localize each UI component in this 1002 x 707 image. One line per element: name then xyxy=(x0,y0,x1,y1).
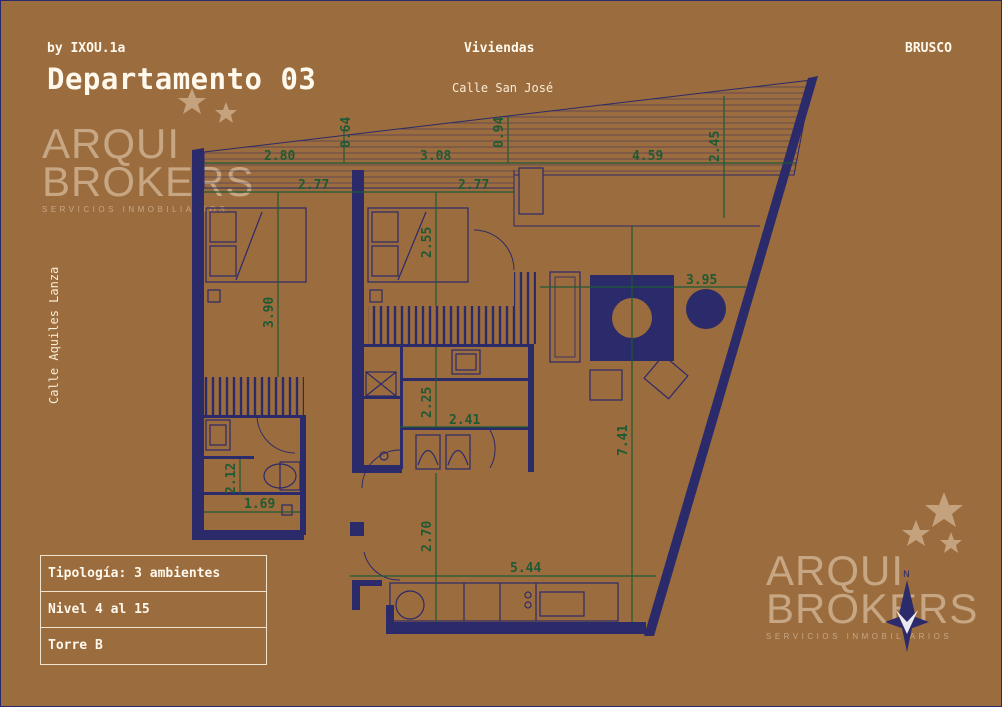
dim-3-95: 3.95 xyxy=(686,273,717,288)
logo-tagline: SERVICIOS INMOBILIARIOS xyxy=(766,632,953,641)
bathroom-right-fixtures xyxy=(365,349,481,470)
watermark-logo-bottom: ARQUI BROKERS SERVICIOS INMOBILIARIOS xyxy=(766,547,979,642)
developer-label: by IXOU.1a xyxy=(47,41,126,56)
dim-2-80: 2.80 xyxy=(264,149,295,164)
category-label: Viviendas xyxy=(464,41,535,56)
closet-left xyxy=(204,377,304,415)
logo-tagline: SERVICIOS INMOBILIARIOS xyxy=(42,205,229,214)
walls xyxy=(192,76,818,636)
dim-0-94: 0.94 xyxy=(492,117,507,148)
bathroom-left-fixtures xyxy=(205,419,301,516)
logo-line2: BROKERS xyxy=(766,585,979,632)
dim-2-55: 2.55 xyxy=(420,227,435,258)
street-top-label: Calle San José xyxy=(452,81,554,95)
closet-right xyxy=(368,306,514,344)
dim-7-41: 7.41 xyxy=(616,425,631,456)
dimension-lines xyxy=(204,96,796,622)
info-table: Tipología: 3 ambientes Nivel 4 al 15 Tor… xyxy=(40,555,267,665)
dim-0-64: 0.64 xyxy=(339,117,354,148)
star-decoration-top xyxy=(178,88,237,123)
dim-2-77-left: 2.77 xyxy=(298,178,329,193)
star-decoration-bottom xyxy=(902,492,963,553)
dim-2-70: 2.70 xyxy=(420,521,435,552)
kitchen-counter xyxy=(389,582,619,622)
info-tipologia: Tipología: 3 ambientes xyxy=(41,556,266,592)
dim-3-08: 3.08 xyxy=(420,149,451,164)
dim-2-41: 2.41 xyxy=(449,413,480,428)
dim-1-69: 1.69 xyxy=(244,497,275,512)
dim-2-12: 2.12 xyxy=(224,463,239,494)
logo-line1: ARQUI xyxy=(766,547,905,594)
dim-5-44: 5.44 xyxy=(510,561,541,576)
bed-right xyxy=(367,207,469,303)
closet-hall xyxy=(514,272,536,344)
compass-rose-icon: N xyxy=(885,570,929,652)
brand-label: BRUSCO xyxy=(905,41,952,56)
info-nivel: Nivel 4 al 15 xyxy=(41,592,266,628)
dim-2-77-right: 2.77 xyxy=(458,178,489,193)
dim-2-45: 2.45 xyxy=(708,131,723,162)
dimension-labels: 2.80 0.64 3.08 0.94 4.59 2.45 2.77 2.77 … xyxy=(224,117,723,576)
logo-line1: ARQUI xyxy=(42,120,181,167)
bed-left xyxy=(205,207,307,303)
doors xyxy=(256,229,515,581)
dim-4-59: 4.59 xyxy=(632,149,663,164)
compass-north-label: N xyxy=(903,570,910,580)
page-title: Departamento 03 xyxy=(47,62,317,96)
info-torre: Torre B xyxy=(48,638,103,653)
dim-3-90: 3.90 xyxy=(262,297,277,328)
dim-2-25: 2.25 xyxy=(420,387,435,418)
